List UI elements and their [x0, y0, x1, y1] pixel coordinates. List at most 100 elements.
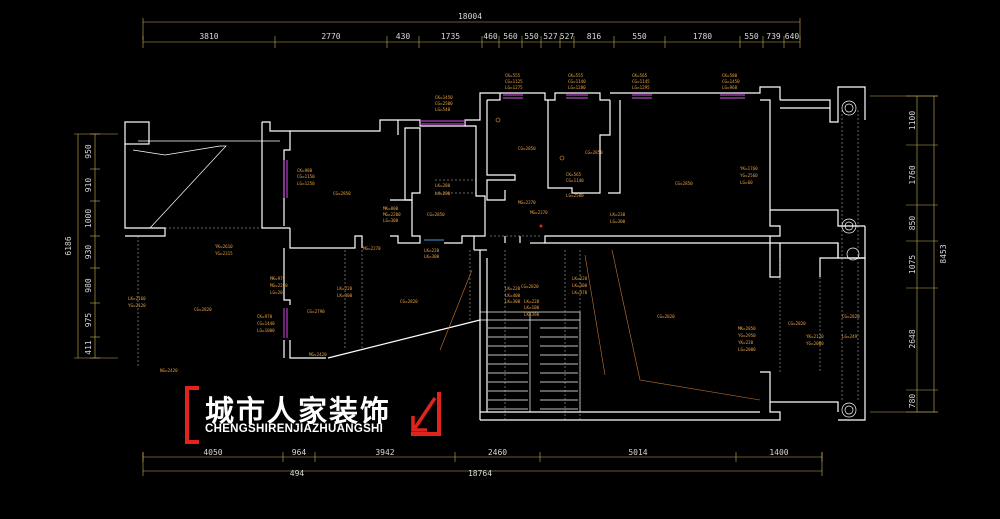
windows [283, 94, 745, 338]
top-segment-dim: 640 [785, 32, 800, 41]
left-segment-dim: 980 [84, 278, 93, 293]
bottom-left-dim: 494 [290, 469, 305, 478]
left-segment-dim: 975 [84, 313, 93, 328]
room-annotation: LG=249 [842, 334, 858, 339]
room-annotation: LK=220 [572, 276, 588, 281]
room-annotation: CG=1440 [257, 321, 275, 326]
top-segment-dim: 550 [524, 32, 539, 41]
bottom-total-dim: 18764 [468, 469, 492, 478]
room-annotation: LK=370 [572, 290, 588, 295]
room-annotation: LK=2160 [128, 296, 146, 301]
room-annotation: YK=1760 [740, 166, 758, 171]
right-segment-dim: 2648 [908, 329, 917, 348]
room-annotation: LK=300 [424, 254, 440, 259]
left-segment-dim: 910 [84, 178, 93, 193]
room-annotation: CK=970 [257, 314, 273, 319]
room-annotation: LK=100 [524, 305, 540, 310]
right-segment-dim: 1760 [908, 165, 917, 184]
room-annotation: LG=2000 [738, 347, 756, 352]
right-segment-dim: 780 [908, 394, 917, 409]
left-segment-dim: 1000 [84, 209, 93, 228]
right-segment-dim: 1075 [908, 255, 917, 274]
room-annotation: CG=2850 [333, 191, 351, 196]
room-annotation: YK=2610 [215, 244, 233, 249]
bottom-segment-dim: 3942 [375, 448, 394, 457]
guide-lines [439, 249, 761, 401]
logo-chinese-name: 城市人家装饰 [205, 394, 392, 428]
left-dimension-lines: 6186 950 910 1000 930 980 975 411 [64, 133, 118, 359]
room-annotation: CG=2790 [307, 309, 325, 314]
left-segment-dim: 930 [84, 245, 93, 260]
dashed-lines [137, 110, 859, 420]
brand-logo: 城市人家装饰 CHENGSHIRENJIAZHUANGSHI [185, 386, 447, 444]
room-annotation: YK=2120 [806, 334, 824, 339]
room-annotation: MK=2850 [738, 326, 756, 331]
staircase [479, 311, 581, 413]
room-annotation: LG=1000 [257, 328, 275, 333]
room-annotation: CG=2820 [194, 307, 212, 312]
room-annotation: NG=2420 [160, 368, 178, 373]
room-annotation: LG=2500 [566, 193, 584, 198]
room-annotation: CK=565 [566, 172, 582, 177]
top-segment-dim: 527 [560, 32, 575, 41]
bottom-segment-dim: 2460 [488, 448, 507, 457]
left-total-dim: 6186 [64, 236, 73, 255]
room-annotation: LK=220 [524, 299, 540, 304]
room-annotation: CK=565 [632, 73, 648, 78]
room-annotation: CG=2820 [400, 299, 418, 304]
room-annotation: LK=220 [424, 248, 440, 253]
left-segment-dim: 950 [84, 144, 93, 159]
drain-lower [846, 247, 860, 261]
walls [124, 86, 866, 421]
room-annotation: YG=2120 [128, 303, 146, 308]
bottom-segment-dim: 1400 [769, 448, 788, 457]
room-annotation: CG=1125 [505, 79, 523, 84]
room-annotation: LG=960 [722, 85, 738, 90]
room-annotation: YG=2560 [740, 173, 758, 178]
room-annotation: LK=220 [337, 286, 353, 291]
room-annotation: LG=1250 [297, 181, 315, 186]
top-segment-dim: 3810 [199, 32, 218, 41]
room-annotation: YG=2000 [806, 341, 824, 346]
bottom-segment-dim: 964 [292, 448, 307, 457]
top-segment-dim: 550 [632, 32, 647, 41]
room-annotation: CG=2850 [427, 212, 445, 217]
logo-pinyin-name: CHENGSHIRENJIAZHUANGSHI [205, 423, 384, 435]
room-annotation: LK=300 [572, 283, 588, 288]
room-annotation: CG=2820 [788, 321, 806, 326]
right-total-dim: 8453 [939, 244, 948, 263]
room-annotation: MG=2270 [530, 210, 548, 215]
room-annotation: LK=280 [435, 191, 451, 196]
room-annotation: LK=390 [524, 312, 540, 317]
room-annotation: LK=400 [505, 293, 521, 298]
room-annotation: CG=2820 [842, 314, 860, 319]
room-annotation: CG=1140 [568, 79, 586, 84]
bottom-segment-dim: 5014 [628, 448, 647, 457]
room-annotation: CK=555 [505, 73, 521, 78]
top-segment-dim: 550 [744, 32, 759, 41]
room-annotation: YK=220 [738, 340, 754, 345]
top-segment-dim: 739 [766, 32, 781, 41]
room-annotation: MK=800 [383, 206, 399, 211]
top-segment-dim: 2770 [321, 32, 340, 41]
top-segment-dim: 1780 [693, 32, 712, 41]
room-annotation: CK=1450 [435, 95, 453, 100]
room-annotation: LG=1275 [505, 85, 523, 90]
top-segment-dim: 460 [483, 32, 498, 41]
bottom-segment-dim: 4050 [203, 448, 222, 457]
room-annotation: LK=220 [505, 286, 521, 291]
top-segment-dim: 1735 [441, 32, 460, 41]
room-annotations: CG=2850YK=2610YG=2315CK=980CG=1150LG=125… [128, 73, 860, 373]
left-segment-dim: 411 [84, 340, 93, 355]
room-annotation: MG=2200 [383, 212, 401, 217]
room-annotation: CG=1140 [566, 178, 584, 183]
room-annotation: LK=300 [505, 299, 521, 304]
room-annotation: CG=2850 [675, 181, 693, 186]
room-annotation: YG=2950 [738, 333, 756, 338]
room-annotation: LK=230 [610, 212, 626, 217]
room-annotation: LG=300 [383, 218, 399, 223]
top-total-dim: 18004 [458, 12, 482, 21]
top-segment-dim: 430 [396, 32, 411, 41]
